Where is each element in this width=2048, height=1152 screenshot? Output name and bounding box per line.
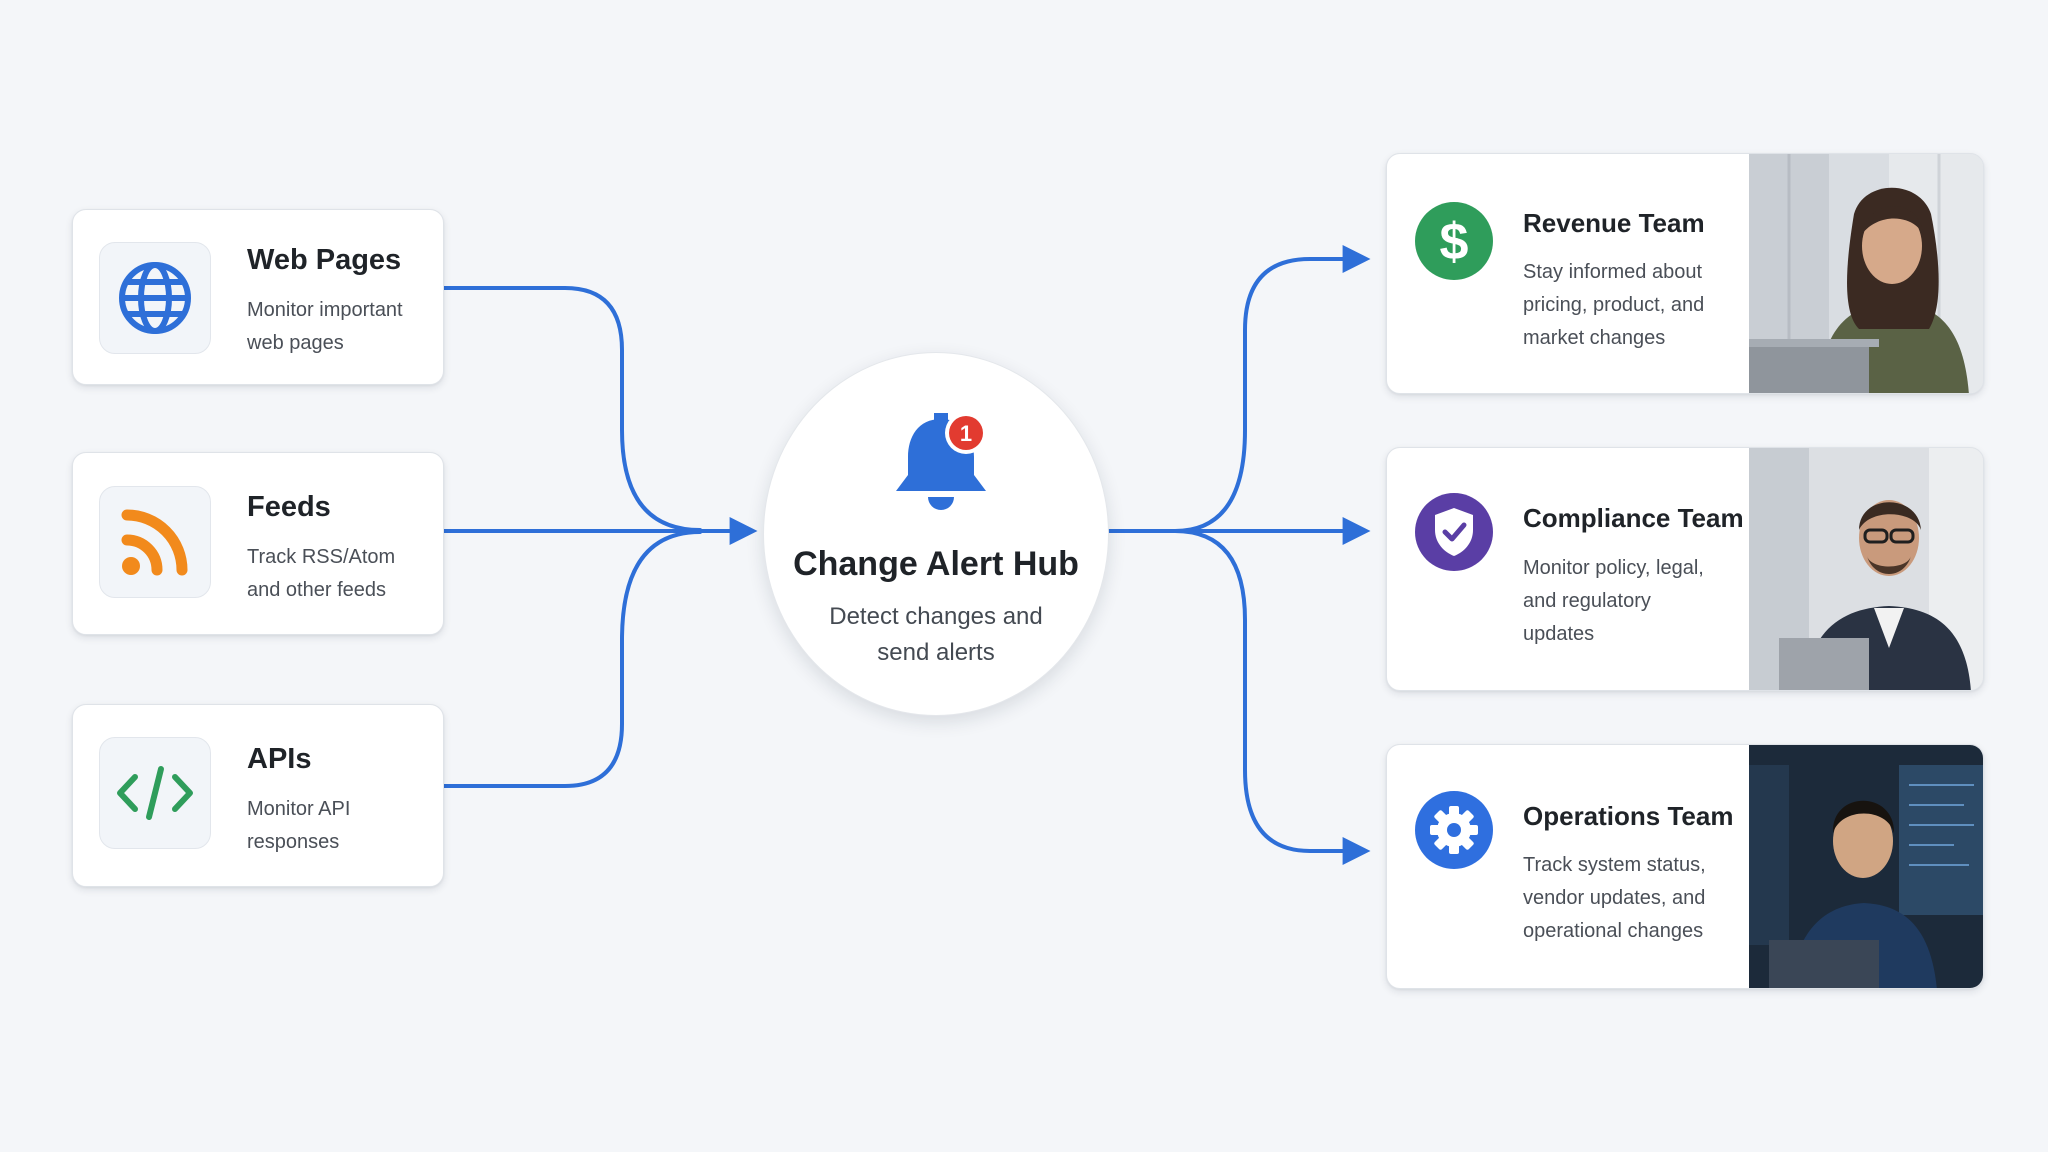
svg-text:$: $ — [1440, 213, 1469, 269]
desc-line: Monitor API — [247, 798, 351, 820]
connector-web-pages — [442, 286, 702, 532]
icon-tile — [99, 486, 211, 598]
source-description: Monitor important web pages — [247, 294, 437, 360]
desc-line: Monitor important — [247, 299, 403, 321]
desc-line: send alerts — [877, 639, 995, 666]
team-card-operations[interactable]: Operations Team Track system status, ven… — [1386, 744, 1984, 989]
desc-line: and other feeds — [247, 579, 386, 601]
team-photo-compliance — [1749, 448, 1983, 690]
desc-line: operational changes — [1523, 920, 1704, 942]
connector-operations — [1173, 529, 1371, 865]
source-title: Web Pages — [247, 244, 402, 276]
bell-icon: 1 — [896, 412, 987, 510]
team-title: Operations Team — [1523, 801, 1734, 831]
team-icon-bg: $ — [1415, 202, 1493, 280]
team-card-compliance[interactable]: Compliance Team Monitor policy, legal, a… — [1386, 447, 1984, 691]
gear-icon — [1430, 806, 1478, 854]
desc-line: Detect changes and — [829, 603, 1043, 630]
desc-line: Track system status, — [1523, 854, 1706, 876]
rss-icon — [121, 509, 188, 576]
code-icon — [117, 766, 193, 820]
team-icon-bg — [1415, 493, 1493, 571]
desc-line: and regulatory — [1523, 590, 1651, 612]
team-card-revenue[interactable]: $ Revenue Team Stay informed about prici… — [1386, 153, 1984, 394]
shield-check-icon — [1435, 508, 1473, 556]
icon-tile — [99, 737, 211, 849]
team-title: Compliance Team — [1523, 503, 1744, 533]
hub-description: Detect changes and send alerts — [816, 599, 1056, 671]
team-description: Stay informed about pricing, product, an… — [1523, 256, 1733, 355]
connector-revenue — [1173, 245, 1371, 533]
desc-line: vendor updates, and — [1523, 887, 1706, 909]
team-description: Track system status, vendor updates, and… — [1523, 849, 1733, 948]
icon-tile — [99, 242, 211, 354]
source-card-apis[interactable]: APIs Monitor API responses — [72, 704, 444, 887]
dollar-icon: $ — [1440, 213, 1469, 269]
source-card-feeds[interactable]: Feeds Track RSS/Atom and other feeds — [72, 452, 444, 635]
source-title: APIs — [247, 743, 312, 775]
source-card-web-pages[interactable]: Web Pages Monitor important web pages — [72, 209, 444, 385]
team-photo-operations — [1749, 745, 1983, 988]
hub-title: Change Alert Hub — [793, 545, 1079, 583]
notification-badge: 1 — [960, 421, 972, 446]
desc-line: Stay informed about — [1523, 261, 1702, 283]
source-title: Feeds — [247, 491, 331, 523]
desc-line: Monitor policy, legal, — [1523, 557, 1704, 579]
source-description: Track RSS/Atom and other feeds — [247, 541, 437, 607]
desc-line: market changes — [1523, 327, 1666, 349]
connector-apis — [442, 530, 702, 788]
team-description: Monitor policy, legal, and regulatory up… — [1523, 552, 1733, 651]
desc-line: web pages — [247, 332, 344, 354]
desc-line: updates — [1523, 623, 1595, 645]
desc-line: pricing, product, and — [1523, 294, 1705, 316]
desc-line: Track RSS/Atom — [247, 546, 396, 568]
team-icon-bg — [1415, 791, 1493, 869]
source-description: Monitor API responses — [247, 793, 437, 859]
change-alert-hub[interactable]: 1 Change Alert Hub Detect changes and se… — [763, 352, 1109, 716]
team-photo-revenue — [1749, 154, 1983, 393]
globe-icon — [119, 262, 191, 334]
desc-line: responses — [247, 831, 340, 853]
team-title: Revenue Team — [1523, 208, 1705, 238]
